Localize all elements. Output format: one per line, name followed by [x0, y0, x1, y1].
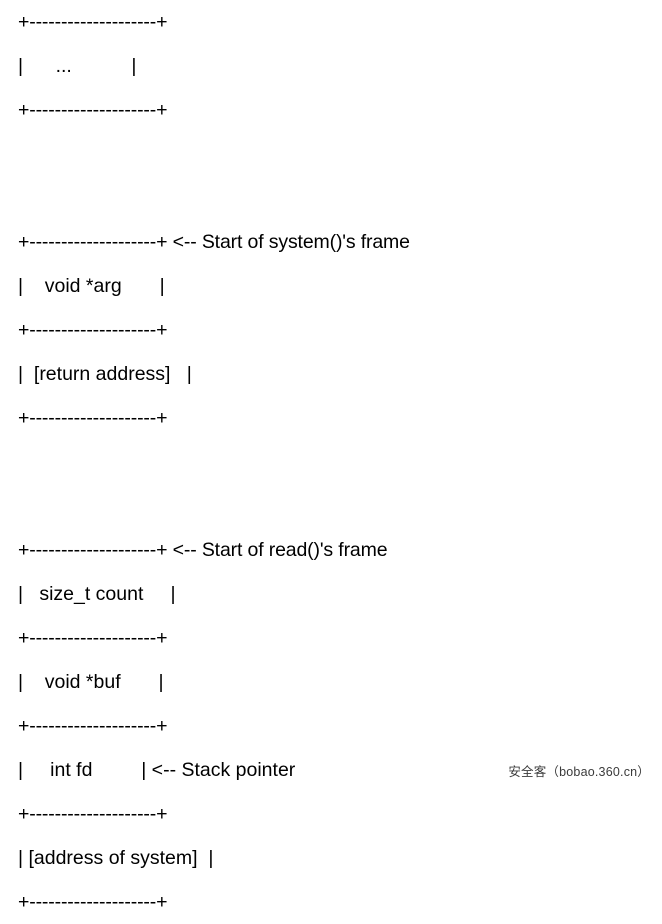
diagram-row-text: +--------------------+: [18, 803, 168, 825]
diagram-border-row: +--------------------+: [18, 704, 658, 748]
diagram-cell-row: | size_t count |: [18, 572, 658, 616]
diagram-row-text: +--------------------+: [18, 891, 168, 913]
diagram-annotation: <-- Start of system()'s frame: [167, 231, 410, 253]
diagram-row-text: | [return address] |: [18, 363, 192, 385]
diagram-cell-row: | void *buf |: [18, 660, 658, 704]
diagram-border-row: +--------------------+ <-- Start of syst…: [18, 220, 658, 264]
diagram-row-text: +--------------------+: [18, 407, 168, 429]
diagram-annotation: <-- Stack pointer: [146, 759, 296, 781]
diagram-border-row: +--------------------+: [18, 396, 658, 440]
diagram-row-text: | int fd |: [18, 759, 147, 781]
diagram-spacer: [18, 484, 658, 528]
diagram-row-text: | ... |: [18, 55, 137, 77]
diagram-row-text: | [address of system] |: [18, 847, 214, 869]
diagram-row-text: +--------------------+: [18, 99, 168, 121]
diagram-border-row: +--------------------+: [18, 792, 658, 836]
diagram-row-text: +--------------------+: [18, 627, 168, 649]
diagram-row-text: +--------------------+: [18, 715, 168, 737]
diagram-border-row: +--------------------+: [18, 88, 658, 132]
diagram-spacer: [18, 440, 658, 484]
diagram-border-row: +--------------------+ <-- Start of read…: [18, 528, 658, 572]
diagram-cell-row: | [address of system] |: [18, 836, 658, 880]
diagram-row-text: | void *buf |: [18, 671, 164, 693]
diagram-row-text: +--------------------+: [18, 231, 168, 253]
diagram-border-row: +--------------------+: [18, 308, 658, 352]
diagram-cell-row: | void *arg |: [18, 264, 658, 308]
diagram-row-text: +--------------------+: [18, 11, 168, 33]
diagram-row-text: | void *arg |: [18, 275, 165, 297]
diagram-border-row: +--------------------+: [18, 0, 658, 44]
diagram-border-row: +--------------------+: [18, 880, 658, 924]
diagram-row-text: +--------------------+: [18, 319, 168, 341]
diagram-annotation: <-- Start of read()'s frame: [167, 539, 388, 561]
diagram-cell-row: | ... |: [18, 44, 658, 88]
diagram-cell-row: | [return address] |: [18, 352, 658, 396]
stack-diagram: +--------------------+ | ... | +----------…: [18, 0, 658, 924]
diagram-spacer: [18, 176, 658, 220]
diagram-border-row: +--------------------+: [18, 616, 658, 660]
diagram-row-text: +--------------------+: [18, 539, 168, 561]
diagram-spacer: [18, 132, 658, 176]
watermark: 安全客（bobao.360.cn）: [508, 765, 650, 779]
diagram-row-text: | size_t count |: [18, 583, 176, 605]
diagram-cell-row: | int fd | <-- Stack pointer: [18, 748, 658, 792]
